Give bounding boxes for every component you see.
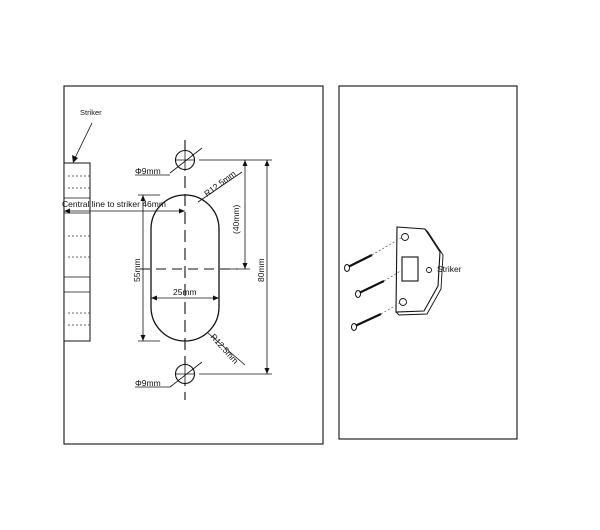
dim-40-line xyxy=(199,159,250,270)
dim-40-label: (40mm) xyxy=(231,205,241,234)
right-panel-frame xyxy=(338,85,518,440)
radius-top-leader xyxy=(197,171,243,203)
striker-plate-side xyxy=(63,162,91,342)
striker-leader-left xyxy=(73,122,93,161)
dim-25-line xyxy=(151,295,219,301)
dim-55-line xyxy=(138,194,160,342)
central-line-label: Central line to striker 46mm xyxy=(62,199,166,209)
dim-55-label: 55mm xyxy=(132,258,142,282)
dim-80-line xyxy=(199,159,272,375)
striker-leader-arrow xyxy=(72,155,78,163)
top-hole xyxy=(169,147,203,174)
striker-label-left: Striker xyxy=(80,108,102,117)
radius-bottom-leader xyxy=(207,332,246,366)
radius-top-label: R12.5mm xyxy=(202,168,237,198)
central-line-dim xyxy=(64,208,185,214)
dim-80-label: 80mm xyxy=(256,258,266,282)
radius-bottom-label: R12.5mm xyxy=(209,332,241,366)
screw-top xyxy=(344,237,402,272)
dim-25-label: 25mm xyxy=(173,287,197,297)
striker-plate-iso xyxy=(395,226,444,316)
screw-bottom xyxy=(351,302,401,331)
striker-label-right: Striker xyxy=(437,264,462,274)
hole-top-label: Φ9mm xyxy=(135,166,161,176)
screw-middle xyxy=(355,269,403,298)
bottom-hole xyxy=(169,361,203,388)
hole-bottom-label: Φ9mm xyxy=(135,378,161,388)
